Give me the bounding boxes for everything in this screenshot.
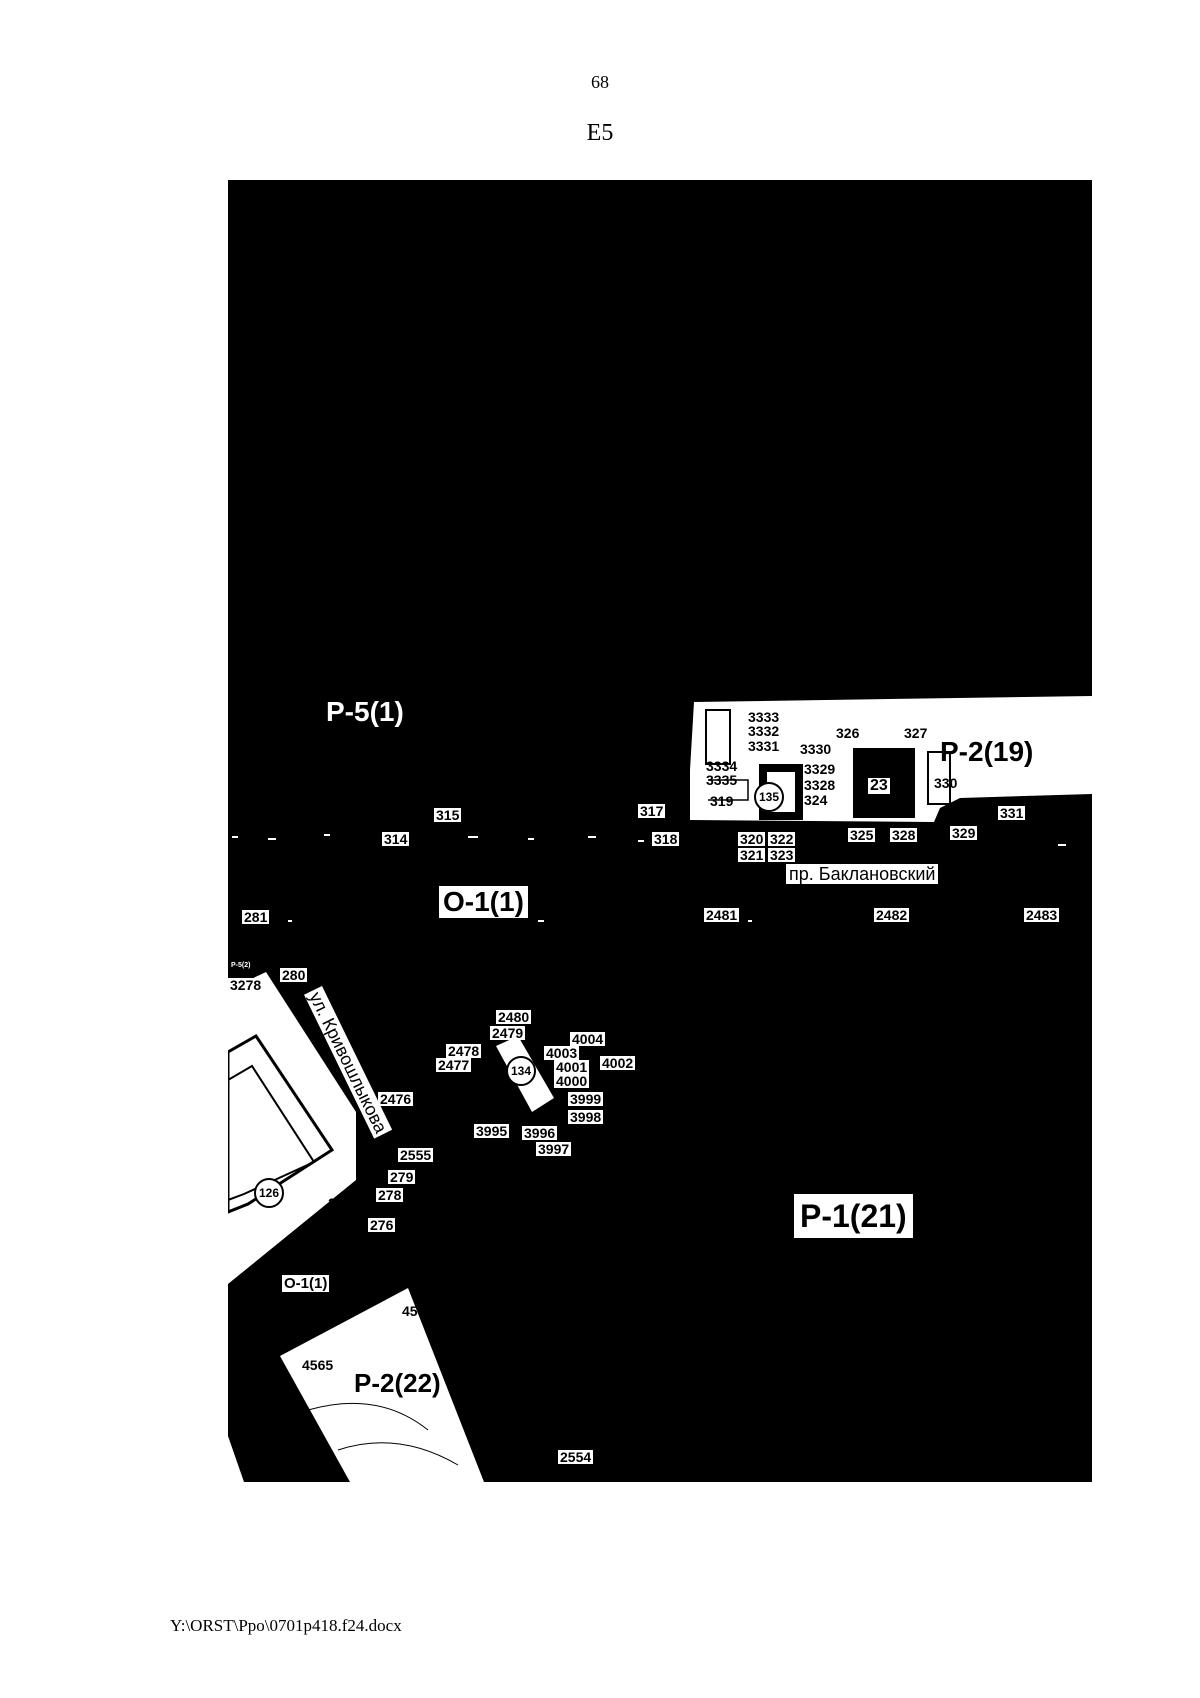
parcel-317: 317 <box>638 803 666 819</box>
parcel-3330: 3330 <box>800 741 832 757</box>
parcel-323: 323 <box>768 847 796 863</box>
parcel-2477: 2477 <box>436 1057 472 1073</box>
parcel-3335: 3335 <box>706 772 738 788</box>
parcel-330: 330 <box>934 775 958 791</box>
parcel-2481: 2481 <box>704 907 740 923</box>
page-number: 68 <box>591 72 609 92</box>
parcel-3995: 3995 <box>474 1123 510 1139</box>
building-outline-1 <box>705 709 731 765</box>
parcel-276: 276 <box>368 1217 396 1233</box>
parcel-2476: 2476 <box>378 1091 414 1107</box>
parcel-278: 278 <box>376 1187 404 1203</box>
parcel-2483: 2483 <box>1024 907 1060 923</box>
contour-line-2 <box>337 1442 459 1466</box>
parcel-2555: 2555 <box>398 1147 434 1163</box>
building-inner-left <box>228 1064 316 1202</box>
parcel-325: 325 <box>848 827 876 843</box>
zone-label-r2-22: Р-2(22) <box>354 1368 441 1398</box>
object-marker-135: 135 <box>754 782 784 812</box>
file-path-footer: Y:\ORST\Ppo\0701p418.f24.docx <box>170 1616 402 1635</box>
built-area-bottom-corner <box>228 1436 244 1482</box>
zoning-map: Р-5(1) Р-2(19) О-1(1) Р-1(21) Р-2(22) О-… <box>228 180 1092 1482</box>
parcel-3329: 3329 <box>804 761 836 777</box>
zone-label-r5-1: Р-5(1) <box>326 696 404 727</box>
parcel-3998: 3998 <box>568 1109 604 1125</box>
parcel-3278: 3278 <box>228 977 264 993</box>
zone-label-r2-19: Р-2(19) <box>940 736 1034 767</box>
parcel-314: 314 <box>382 831 410 847</box>
parcel-3328: 3328 <box>804 777 836 793</box>
parcel-2482: 2482 <box>874 907 910 923</box>
parcel-3331: 3331 <box>748 738 780 754</box>
parcel-3333: 3333 <box>748 709 780 725</box>
parcel-2479: 2479 <box>490 1025 526 1041</box>
parcel-3997: 3997 <box>536 1141 572 1157</box>
parcel-4000: 4000 <box>554 1073 590 1089</box>
noise-dots <box>232 834 1066 922</box>
parcel-3332: 3332 <box>748 723 780 739</box>
building-block-left <box>228 1034 335 1214</box>
contour-line-1 <box>307 1402 429 1431</box>
parcel-4566: 4566 <box>402 1303 434 1319</box>
parcel-4003: 4003 <box>544 1045 580 1061</box>
built-area-bottom-left <box>280 1288 484 1482</box>
parcel-277: 277 <box>328 1195 352 1211</box>
zone-label-o1-1-main: О-1(1) <box>439 886 528 918</box>
parcel-2554: 2554 <box>558 1449 594 1465</box>
object-marker-134: 134 <box>506 1056 536 1086</box>
parcel-280: 280 <box>280 967 308 983</box>
parcel-319: 319 <box>710 793 734 809</box>
parcel-3996: 3996 <box>522 1125 558 1141</box>
parcel-320: 320 <box>738 831 766 847</box>
parcel-2478: 2478 <box>446 1043 482 1059</box>
parcel-331: 331 <box>998 805 1026 821</box>
parcel-322: 322 <box>768 831 796 847</box>
parcel-281: 281 <box>242 909 270 925</box>
zone-label-r5-2: Р-5(2) <box>231 962 251 969</box>
zone-label-o1-1-small: О-1(1) <box>282 1275 330 1292</box>
zone-label-r1-21: Р-1(21) <box>794 1194 913 1238</box>
parcel-4565: 4565 <box>302 1357 334 1373</box>
parcel-3999: 3999 <box>568 1091 604 1107</box>
parcel-315: 315 <box>434 807 462 823</box>
object-label-23: 23 <box>868 777 890 794</box>
parcel-4001: 4001 <box>554 1059 590 1075</box>
sheet-code: E5 <box>586 120 614 146</box>
hatch-lines-top <box>708 779 749 801</box>
parcel-279: 279 <box>388 1169 416 1185</box>
street-label-baklanovsky: пр. Баклановский <box>786 864 939 884</box>
parcel-4002: 4002 <box>600 1055 636 1071</box>
parcel-324: 324 <box>804 792 828 808</box>
parcel-3334: 3334 <box>706 758 738 774</box>
parcel-321: 321 <box>738 847 766 863</box>
parcel-4004: 4004 <box>570 1031 606 1047</box>
parcel-328: 328 <box>890 827 918 843</box>
parcel-318: 318 <box>652 831 680 847</box>
building-outline-2 <box>927 751 951 805</box>
parcel-329: 329 <box>950 825 978 841</box>
parcel-326: 326 <box>836 725 860 741</box>
object-marker-126: 126 <box>254 1178 284 1208</box>
parcel-2480: 2480 <box>496 1009 532 1025</box>
parcel-327: 327 <box>904 725 928 741</box>
